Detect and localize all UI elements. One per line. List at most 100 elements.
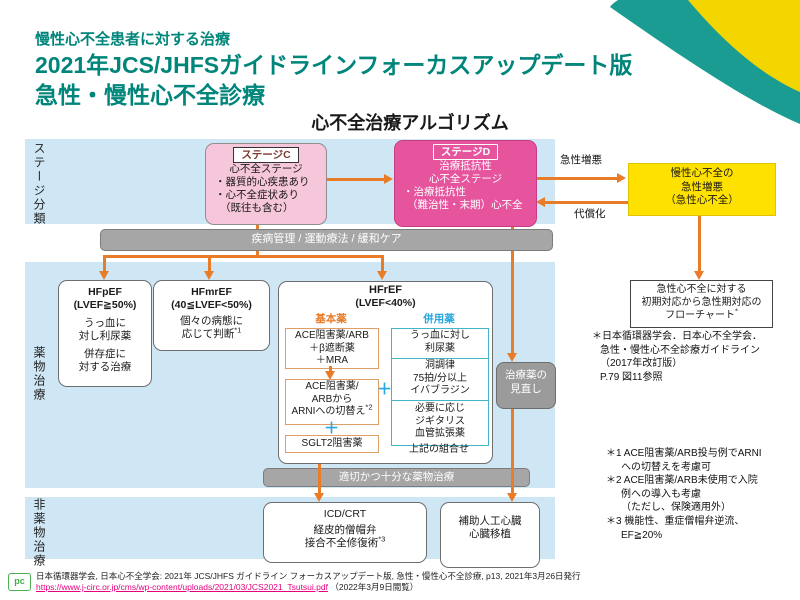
hfpef-line2: 対し利尿薬 xyxy=(78,330,132,342)
footer-citation: 日本循環器学会, 日本心不全学会: 2021年 JCS/JHFS ガイドライン … xyxy=(36,571,581,581)
connector-stage-d-to-acute xyxy=(536,177,618,180)
hfref-basic1-box: ACE阻害薬/ARB ＋β遮断薬 ＋MRA xyxy=(285,328,379,369)
hfmref-footnote-mark: *1 xyxy=(234,325,242,335)
hfpef-line4: 対する治療 xyxy=(78,361,132,373)
corner-teal-swoosh xyxy=(610,0,800,124)
arrowhead-basic1-basic2 xyxy=(325,371,335,380)
hfref-combo-footer: 上記の組合せ xyxy=(409,444,469,455)
connector-acute-to-stage-d xyxy=(544,201,628,204)
row-label-nondrug: 非薬物治療 xyxy=(32,498,46,568)
basic2-line3: ARNIへの切替え*2 xyxy=(291,402,373,417)
connector-stage-c-to-d xyxy=(326,178,386,181)
arrowhead-hfref-to-icd xyxy=(314,493,324,502)
arrowhead-branch-hfref xyxy=(377,271,387,280)
flowchart-note-line4: P.79 図11参照 xyxy=(600,371,663,383)
icd-line2: 経皮的僧帽弁 xyxy=(313,524,377,536)
flowchart-note: ＊日本循環器学会．日本心不全学会． 急性・慢性心不全診療ガイドライン （2017… xyxy=(592,330,762,384)
corner-decoration xyxy=(610,0,800,124)
combo2-line1: 洞調律 xyxy=(425,360,455,371)
combo2-line2: 75拍/分以上 xyxy=(413,372,467,384)
basic1-line3: ＋MRA xyxy=(315,355,349,366)
care-bar: 疾病管理 / 運動療法 / 緩和ケア xyxy=(100,229,553,251)
combo3-line2: ジギタリス xyxy=(415,415,465,427)
hfpef-line1: うっ血に xyxy=(84,317,126,329)
arrowhead-branch-hfpef xyxy=(99,271,109,280)
stage-d-label: ステージD xyxy=(432,144,499,160)
note-1-line1: ＊1 ACE阻害薬/ARB投与例でARNI xyxy=(606,448,762,459)
connector-basic1-basic2 xyxy=(329,366,332,372)
note-3-line2: EF≧20% xyxy=(621,529,663,541)
arrowhead-acute-to-stage-d xyxy=(536,197,545,207)
connector-branch-hfpef xyxy=(103,255,106,272)
combo1-line1: うっ血に対し xyxy=(410,330,470,341)
note-2-line3: （ただし、保険適用外） xyxy=(621,502,731,514)
hfmref-line1: 個々の病態に xyxy=(180,315,243,327)
review-line1: 治療薬の xyxy=(505,369,547,381)
combo1-line2: 利尿薬 xyxy=(425,342,455,354)
stage-c-bullet2: ・心不全症状あり xyxy=(215,189,299,201)
arrowhead-branch-hfmref xyxy=(204,271,214,280)
side-notes: ＊1 ACE阻害薬/ARB投与例でARNI への切替えを考慮可 ＊2 ACE阻害… xyxy=(606,447,762,542)
connector-stage-d-to-review xyxy=(511,222,514,354)
acute-hf-line3: （急性心不全） xyxy=(665,194,739,206)
note-1-line2: への切替えを考慮可 xyxy=(621,461,711,473)
basic2-line1: ACE阻害薬/ xyxy=(305,381,359,392)
flowchart-line2: 初期対応から急性期対応の xyxy=(641,297,762,308)
note-3-line1: ＊3 機能性、重症僧帽弁逆流、 xyxy=(606,515,745,527)
icd-footnote-mark: *3 xyxy=(378,534,386,544)
note-2-line1: ＊2 ACE阻害薬/ARB未使用で入院 xyxy=(606,475,758,487)
flowchart-note-line1: ＊日本循環器学会．日本心不全学会． xyxy=(592,331,762,342)
plus-basic-combo: ＋ xyxy=(377,381,393,398)
row-label-drug: 薬物治療 xyxy=(32,346,46,402)
stage-c-line1: 心不全ステージ xyxy=(229,163,303,175)
stage-d-line1: 治療抵抗性 xyxy=(439,160,492,172)
basic1-line1: ACE阻害薬/ARB xyxy=(295,330,369,341)
stage-d-box: ステージD 治療抵抗性 心不全ステージ ・治療抵抗性 （難治性・末期）心不全 xyxy=(394,140,537,227)
row-label-stage: ステージ分類 xyxy=(32,142,46,226)
acute-hf-line2: 急性増悪 xyxy=(681,180,723,193)
header-title-line1: 2021年JCS/JHFSガイドラインフォーカスアップデート版 xyxy=(35,52,633,78)
flowchart-line3: フローチャート* xyxy=(665,306,738,321)
stage-d-bullet1: ・治療抵抗性 xyxy=(403,186,466,198)
hfref-title: HFrEF xyxy=(369,284,402,296)
icd-box: ICD/CRT 経皮的僧帽弁 接合不全修復術*3 xyxy=(263,502,427,563)
acute-hf-box: 慢性心不全の 急性増悪 （急性心不全） xyxy=(628,163,776,216)
connector-branch-hfref xyxy=(381,255,384,272)
hfref-basic3-box: SGLT2阻害薬 xyxy=(285,435,379,453)
adequate-drug-bar: 適切かつ十分な薬物治療 xyxy=(263,468,530,487)
stage-c-label: ステージC xyxy=(233,147,299,163)
header-title-line2: 急性・慢性心不全診療 xyxy=(35,82,265,108)
footer-url-link[interactable]: https://www.j-circ.or.jp/cms/wp-content/… xyxy=(36,582,328,592)
footer-access-date: （2022年3月9日閲覧） xyxy=(330,582,419,592)
edge-label-compensation: 代償化 xyxy=(574,208,606,220)
hfref-basic-header: 基本薬 xyxy=(315,313,347,325)
stage-d-line2: 心不全ステージ xyxy=(428,173,503,185)
hfref-basic2-box: ACE阻害薬/ ARBから ARNIへの切替え*2 xyxy=(285,379,379,425)
connector-hfref-to-icd xyxy=(318,462,321,494)
footer-link-line: https://www.j-circ.or.jp/cms/wp-content/… xyxy=(36,581,418,593)
pc-logo-icon: pc xyxy=(8,573,31,591)
combo3-line3: 血管拡張薬 xyxy=(415,428,465,439)
stage-c-bullet1: ・器質的心疾患あり xyxy=(215,176,310,188)
hfmref-criteria: (40≦LVEF<50%) xyxy=(171,299,252,311)
icd-line1: ICD/CRT xyxy=(323,508,367,520)
basic2-line2: ARBから xyxy=(311,393,353,405)
diagram-title: 心不全治療アルゴリズム xyxy=(311,113,509,133)
connector-branch-hfmref xyxy=(208,255,211,272)
basic2-footnote-mark: *2 xyxy=(365,402,373,412)
vad-line2: 心臓移植 xyxy=(469,528,511,540)
connector-acute-to-flowchart xyxy=(698,211,701,272)
connector-branch-horizontal xyxy=(103,255,384,258)
hfmref-box: HFmrEF (40≦LVEF<50%) 個々の病態に 応じて判断*1 xyxy=(153,280,270,351)
icd-line3: 接合不全修復術*3 xyxy=(304,534,386,549)
hfref-combo3-box: 必要に応じ ジギタリス 血管拡張薬 xyxy=(391,400,489,446)
note-2-line2: 例への導入も考慮 xyxy=(621,488,701,500)
arrowhead-stage-d-to-review xyxy=(507,353,517,362)
hfref-combo2-box: 洞調律 75拍/分以上 イバブラジン xyxy=(391,358,489,401)
stage-c-box: ステージC 心不全ステージ ・器質的心疾患あり ・心不全症状あり （既往も含む） xyxy=(205,143,327,225)
edge-label-worsening: 急性増悪 xyxy=(560,154,602,166)
hfmref-line2: 応じて判断*1 xyxy=(181,325,242,340)
vad-line1: 補助人工心臓 xyxy=(458,515,522,527)
hfref-combo1-box: うっ血に対し 利尿薬 xyxy=(391,328,489,359)
hfpef-criteria: (LVEF≧50%) xyxy=(73,299,137,311)
